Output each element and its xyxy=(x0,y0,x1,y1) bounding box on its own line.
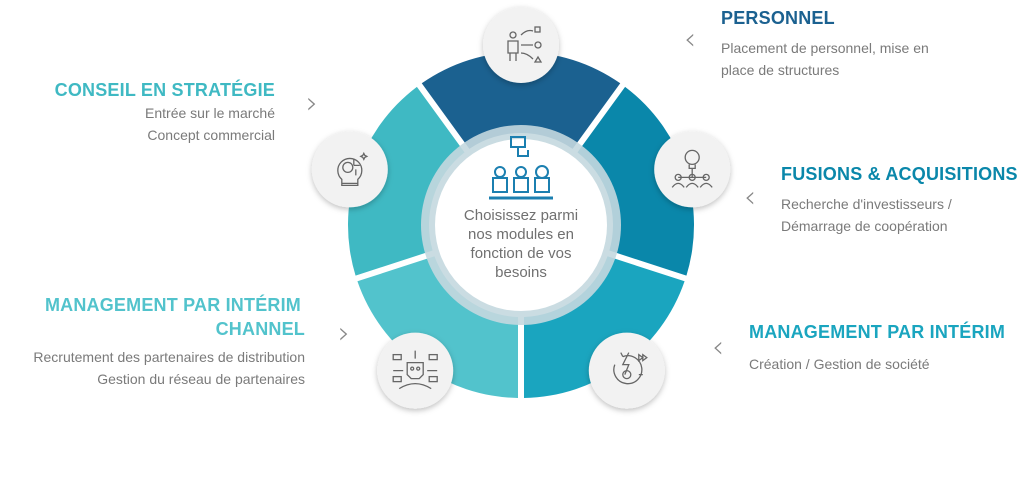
module-title-channel: MANAGEMENT PAR INTÉRIM CHANNEL xyxy=(45,293,305,341)
chevron-right-icon: › xyxy=(306,86,318,121)
wheel-segment xyxy=(357,256,519,398)
center-caption: Choisissez parmi nos modules en fonction… xyxy=(463,207,579,281)
desc-line: Concept commercial xyxy=(147,127,275,143)
wheel-segment xyxy=(421,52,621,149)
wheel-segment xyxy=(523,256,685,398)
wheel-segment xyxy=(348,86,465,276)
title-line: CHANNEL xyxy=(215,319,305,339)
module-desc-conseil: Entrée sur le marché Concept commercial xyxy=(145,102,275,146)
chevron-left-icon: ‹ xyxy=(684,22,696,57)
strategy-bulb-icon xyxy=(311,131,388,208)
wheel-segment xyxy=(577,86,694,276)
module-title-conseil: CONSEIL EN STRATÉGIE xyxy=(54,80,275,100)
idea-network-icon xyxy=(654,131,731,208)
module-title-personnel: PERSONNEL xyxy=(721,8,835,28)
title-line: MANAGEMENT PAR INTÉRIM xyxy=(44,295,301,315)
desc-line: Placement de personnel, mise en xyxy=(721,40,929,56)
team-icon xyxy=(489,136,553,200)
module-desc-fusions: Recherche d'investisseurs / Démarrage de… xyxy=(781,193,952,237)
desc-line: Recherche d'investisseurs / xyxy=(781,196,952,212)
desc-line: Démarrage de coopération xyxy=(781,218,948,234)
chevron-left-icon: ‹ xyxy=(712,330,724,365)
chevron-right-icon: › xyxy=(338,316,350,351)
power-cycle-icon xyxy=(588,332,665,409)
module-desc-channel: Recrutement des partenaires de distribut… xyxy=(33,346,305,390)
desc-line: place de structures xyxy=(721,62,840,78)
communication-head-icon xyxy=(377,332,454,409)
module-title-interim: MANAGEMENT PAR INTÉRIM xyxy=(749,322,1006,342)
center-disk xyxy=(435,139,607,311)
module-desc-interim: Création / Gestion de société xyxy=(749,353,930,375)
desc-line: Recrutement des partenaires de distribut… xyxy=(33,349,305,365)
personnel-placement-icon xyxy=(483,7,559,83)
module-title-fusions: FUSIONS & ACQUISITIONS xyxy=(781,164,1018,184)
module-desc-personnel: Placement de personnel, mise en place de… xyxy=(721,37,929,81)
desc-line: Création / Gestion de société xyxy=(749,356,930,372)
desc-line: Gestion du réseau de partenaires xyxy=(97,371,305,387)
chevron-left-icon: ‹ xyxy=(744,180,756,215)
desc-line: Entrée sur le marché xyxy=(145,105,275,121)
